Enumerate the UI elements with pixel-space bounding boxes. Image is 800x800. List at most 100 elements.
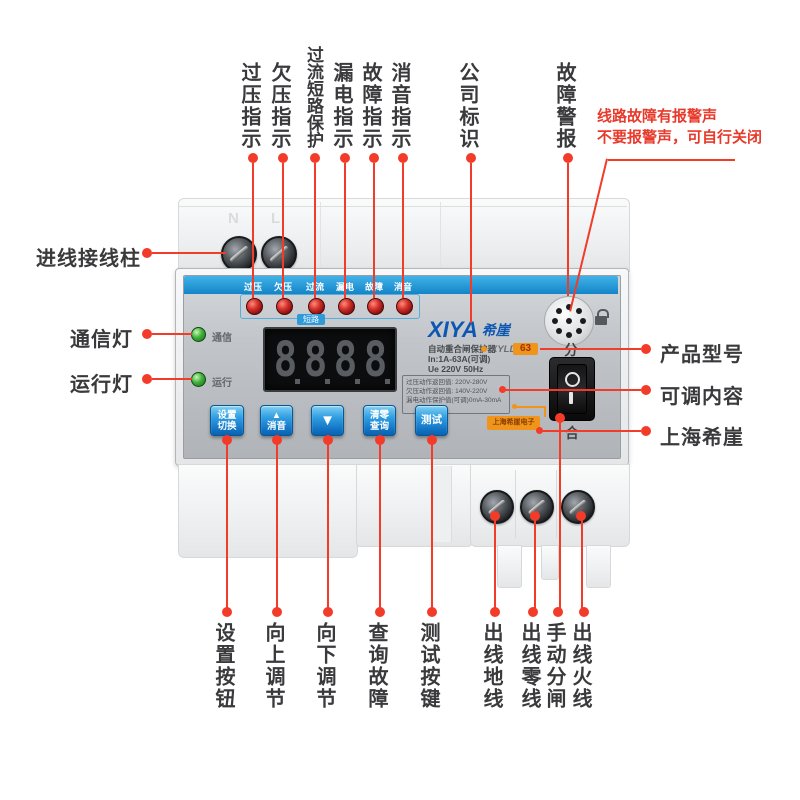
down-arrow-icon: ▼ bbox=[320, 411, 335, 429]
callout-leakage-indicator: 漏电指示 bbox=[330, 62, 352, 150]
callout-undervoltage-indicator: 欠压指示 bbox=[268, 62, 290, 150]
lock-icon bbox=[595, 316, 607, 325]
down-button[interactable]: ▼ bbox=[311, 405, 344, 436]
callout-line bbox=[282, 163, 284, 298]
housing-seam bbox=[440, 202, 441, 266]
speaker-hole bbox=[580, 318, 586, 324]
digit: 8 bbox=[303, 331, 327, 388]
callout-dot bbox=[272, 435, 282, 445]
callout-line bbox=[276, 442, 278, 608]
callout-line bbox=[402, 163, 404, 298]
callout-test-key: 测试按键 bbox=[417, 622, 439, 710]
callout-line bbox=[152, 333, 192, 335]
indicator-strip bbox=[184, 276, 618, 294]
callout-line bbox=[252, 163, 254, 298]
callout-dot bbox=[528, 607, 538, 617]
callout-company-logo: 公司标识 bbox=[456, 62, 478, 150]
button-line: 设置 bbox=[217, 409, 237, 421]
orange-elbow-line bbox=[544, 406, 546, 417]
callout-set-button: 设置按钮 bbox=[212, 622, 234, 710]
speaker-hole bbox=[556, 328, 562, 334]
callout-line bbox=[344, 163, 346, 298]
callout-run-light: 运行灯 bbox=[70, 374, 133, 396]
comm-led-label: 通信 bbox=[212, 333, 232, 344]
up-mute-button[interactable]: ▲ 消音 bbox=[260, 405, 293, 436]
callout-query-fault: 查询故障 bbox=[365, 622, 387, 710]
product-name: 自动重合闸保护器 bbox=[428, 344, 497, 354]
spec-line: 过压动作返回值: 220V-280V bbox=[406, 379, 488, 386]
product-voltage-spec: Ue 220V 50Hz bbox=[428, 364, 484, 374]
callout-overvoltage-indicator: 过压指示 bbox=[238, 62, 260, 150]
test-button[interactable]: 测试 bbox=[415, 405, 448, 436]
callout-dot bbox=[278, 153, 288, 163]
button-line: 清零 bbox=[369, 409, 389, 421]
speaker-hole bbox=[556, 308, 562, 314]
callout-manual-open: 手动分闸 bbox=[543, 622, 565, 710]
clear-query-button[interactable]: 清零 查询 bbox=[363, 405, 396, 436]
model-name: XYLD bbox=[491, 344, 517, 355]
din-tab bbox=[541, 545, 559, 580]
up-arrow-icon: ▲ bbox=[271, 409, 282, 421]
spec-line: 漏电动作保护值(可调)0mA-30mA bbox=[406, 397, 502, 404]
brand-wordmark: XIYA bbox=[428, 317, 478, 342]
button-line: 消音 bbox=[266, 420, 286, 432]
switch-open-mark: 分 bbox=[564, 342, 578, 358]
din-tab bbox=[586, 545, 611, 588]
callout-comm-light: 通信灯 bbox=[70, 329, 133, 351]
callout-dot bbox=[323, 435, 333, 445]
switch-close-mark: 合 bbox=[565, 425, 579, 441]
callout-line bbox=[567, 163, 569, 296]
speaker-hole bbox=[566, 332, 572, 338]
callout-line bbox=[534, 519, 536, 608]
input-terminal-screw-icon bbox=[261, 236, 297, 272]
short-circuit-tag: 短路 bbox=[297, 314, 325, 325]
callout-fault-alarm: 故障警报 bbox=[553, 62, 575, 150]
seven-segment-display: 8 8 8 8 bbox=[263, 327, 397, 392]
button-line: 切换 bbox=[217, 420, 237, 432]
callout-dot bbox=[427, 435, 437, 445]
callout-line bbox=[540, 430, 641, 432]
callout-shanghai-xiya: 上海希崖 bbox=[660, 427, 744, 449]
adjustable-spec-box: 过压动作返回值: 220V-280V 欠压动作返回值: 140V-220V 漏电… bbox=[402, 375, 510, 414]
display-digit: 8 bbox=[362, 332, 390, 388]
button-line: 查询 bbox=[369, 420, 389, 432]
callout-dot bbox=[142, 248, 152, 258]
set-switch-button[interactable]: 设置 切换 bbox=[210, 405, 244, 436]
callout-dot bbox=[536, 427, 543, 434]
callout-line bbox=[494, 519, 496, 608]
terminal-mark-n: N bbox=[228, 210, 239, 227]
callout-dot bbox=[579, 607, 589, 617]
callout-line bbox=[559, 421, 561, 608]
speaker-hole bbox=[566, 304, 572, 310]
model-dot bbox=[481, 346, 487, 352]
callout-dot bbox=[142, 329, 152, 339]
callout-dot bbox=[375, 607, 385, 617]
product-current-spec: In:1A-63A(可调) bbox=[428, 354, 491, 364]
decimal-point bbox=[354, 378, 360, 384]
callout-dot bbox=[466, 153, 476, 163]
callout-dot bbox=[398, 153, 408, 163]
decimal-point bbox=[324, 378, 330, 384]
din-tab bbox=[497, 545, 522, 588]
display-digit: 8 bbox=[332, 332, 360, 388]
terminal-separator bbox=[556, 470, 557, 538]
callout-dot bbox=[310, 153, 320, 163]
run-led-icon bbox=[191, 372, 206, 387]
alarm-note-line2: 不要报警声，可自行关闭 bbox=[597, 129, 763, 146]
speaker-hole bbox=[566, 318, 572, 324]
callout-dot bbox=[375, 435, 385, 445]
callout-dot bbox=[323, 607, 333, 617]
button-line: 测试 bbox=[421, 414, 442, 426]
callout-dot bbox=[490, 511, 500, 521]
callout-dot bbox=[641, 385, 651, 395]
overvoltage-led-icon bbox=[246, 298, 263, 315]
callout-out-live: 出线火线 bbox=[569, 622, 591, 710]
callout-dot bbox=[272, 607, 282, 617]
callout-line bbox=[226, 442, 228, 608]
maker-tag: 上海希崖电子 bbox=[487, 416, 540, 430]
comm-led-icon bbox=[191, 327, 206, 342]
callout-line bbox=[470, 163, 472, 323]
decimal-point bbox=[384, 378, 390, 384]
device-lower-mid-housing bbox=[356, 464, 472, 547]
